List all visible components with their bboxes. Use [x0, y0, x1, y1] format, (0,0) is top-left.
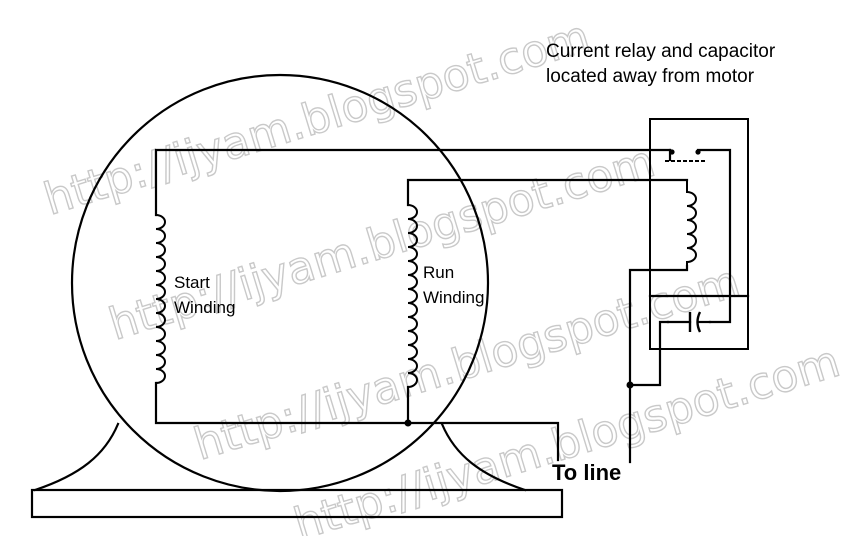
motor-base	[30, 488, 564, 519]
contact-left	[669, 149, 675, 155]
relay-note-line1: Current relay and capacitor	[546, 41, 776, 62]
common-junction-dot	[404, 419, 412, 427]
run-winding-label-line1: Run	[423, 263, 454, 282]
relay-coil-to-line-wire	[628, 264, 689, 387]
contact-to-capacitor-wire	[696, 148, 732, 324]
run-winding-label-line2: Winding	[423, 288, 484, 307]
run-winding: Run Winding	[407, 204, 484, 388]
start-winding: Start Winding	[155, 214, 235, 384]
motor-frame	[30, 73, 564, 519]
start-lead-wire	[154, 148, 672, 217]
run-winding-coil	[407, 204, 418, 388]
capacitor-to-line-wire	[628, 320, 670, 387]
motor-foot-right	[440, 422, 527, 492]
motor-foot-left	[33, 422, 120, 492]
relay-note-line2: located away from motor	[546, 66, 755, 87]
relay-contacts	[665, 148, 732, 324]
relay-enclosure	[649, 118, 749, 350]
start-winding-label-line2: Winding	[174, 298, 235, 317]
to-line-label: To line	[552, 460, 621, 485]
common-bus-wire	[154, 381, 560, 462]
start-winding-coil	[155, 214, 166, 384]
relay-coil	[686, 180, 697, 266]
relay-capacitor-assembly	[626, 118, 750, 464]
capacitor	[628, 311, 712, 387]
run-lead-wire	[406, 178, 689, 207]
wiring	[154, 148, 689, 462]
start-winding-label-line1: Start	[174, 273, 210, 292]
